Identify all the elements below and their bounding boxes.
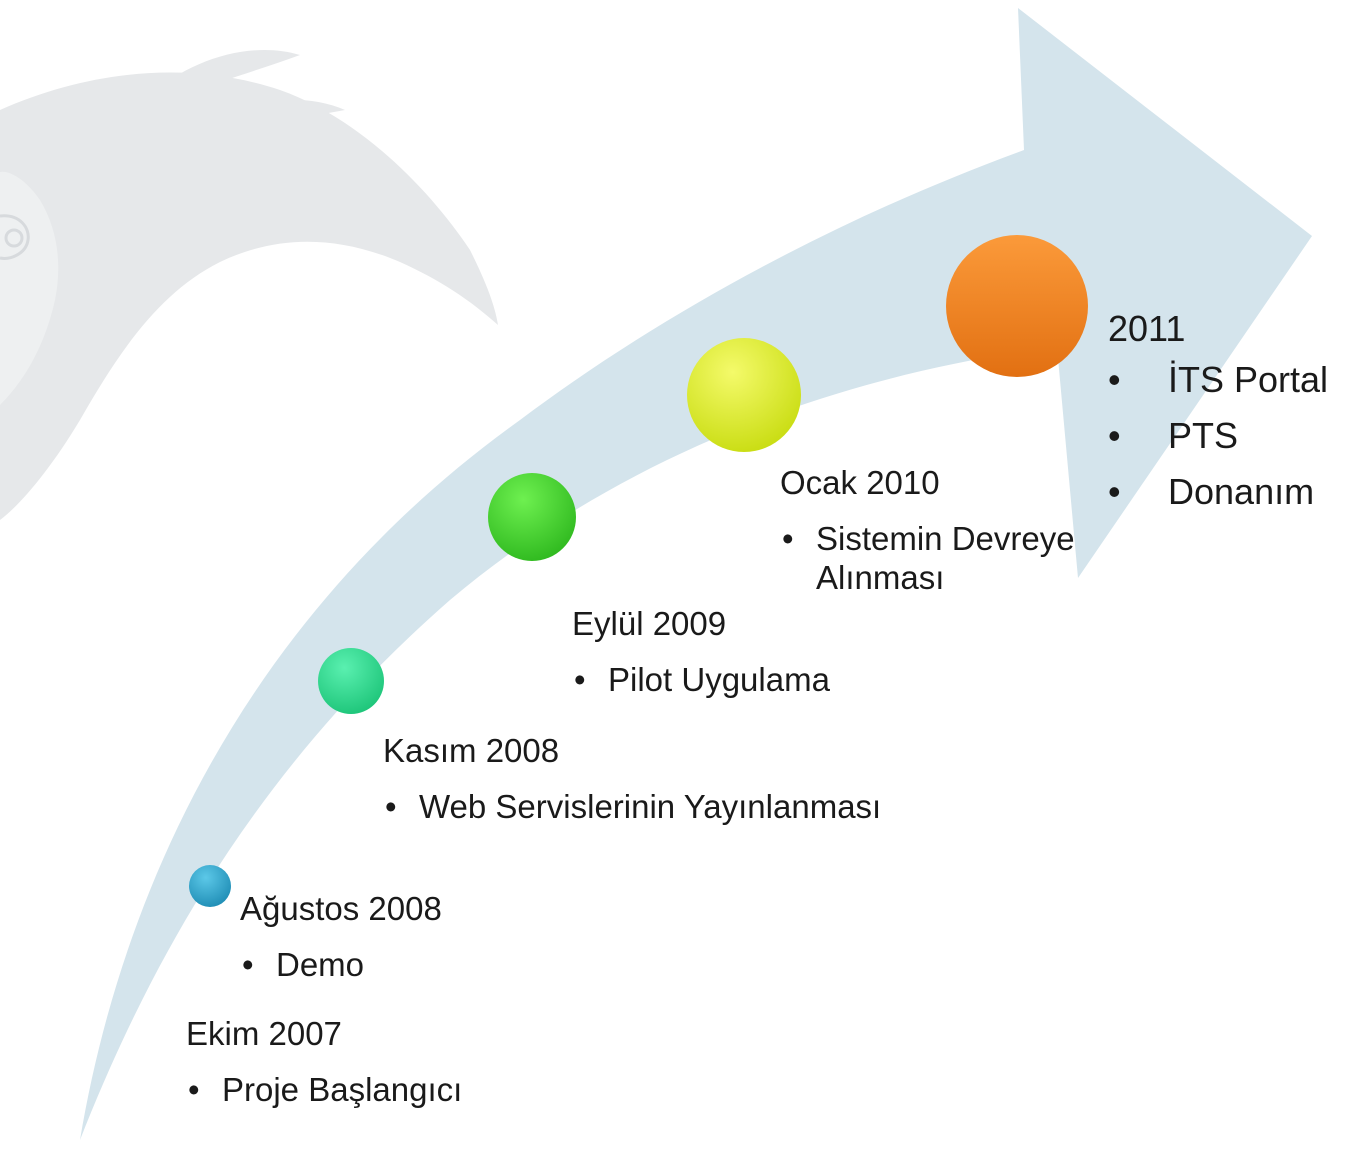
milestone-ocak-2010: Ocak 2010 Sistemin Devreye Alınması bbox=[780, 463, 1116, 598]
marker-kasim-2008 bbox=[318, 648, 384, 714]
milestone-items: Sistemin Devreye Alınması bbox=[780, 519, 1116, 598]
milestone-item: Sistemin Devreye Alınması bbox=[780, 519, 1116, 598]
swirl-curl-icon bbox=[0, 214, 30, 260]
milestone-title: Ağustos 2008 bbox=[240, 890, 442, 927]
milestone-items: Demo bbox=[240, 945, 442, 985]
milestone-item: PTS bbox=[1108, 408, 1328, 464]
marker-ocak-2010 bbox=[687, 338, 801, 452]
milestone-title: Kasım 2008 bbox=[383, 732, 560, 769]
milestone-item: Proje Başlangıcı bbox=[186, 1070, 462, 1110]
milestone-items: İTS Portal PTS Donanım bbox=[1108, 352, 1328, 519]
milestone-title: Eylül 2009 bbox=[572, 605, 727, 642]
milestone-kasim-2008: Kasım 2008 Web Servislerinin Yayınlanmas… bbox=[383, 731, 881, 826]
marker-agustos-2008 bbox=[189, 865, 231, 907]
milestone-eylul-2009: Eylül 2009 Pilot Uygulama bbox=[572, 604, 830, 699]
milestone-item: İTS Portal bbox=[1108, 352, 1328, 408]
milestone-item: Web Servislerinin Yayınlanması bbox=[383, 787, 881, 827]
milestone-items: Proje Başlangıcı bbox=[186, 1070, 462, 1110]
milestone-item: Pilot Uygulama bbox=[572, 660, 830, 700]
milestone-ekim-2007: Ekim 2007 Proje Başlangıcı bbox=[186, 1014, 462, 1109]
milestone-item: Demo bbox=[240, 945, 442, 985]
milestone-items: Pilot Uygulama bbox=[572, 660, 830, 700]
decorative-swirl bbox=[0, 49, 498, 520]
marker-eylul-2009 bbox=[488, 473, 576, 561]
milestone-title: Ocak 2010 bbox=[780, 464, 940, 501]
milestone-items: Web Servislerinin Yayınlanması bbox=[383, 787, 881, 827]
milestone-item: Donanım bbox=[1108, 464, 1328, 520]
milestone-title: Ekim 2007 bbox=[186, 1015, 342, 1052]
milestone-agustos-2008: Ağustos 2008 Demo bbox=[240, 889, 442, 984]
milestone-2011: 2011 İTS Portal PTS Donanım bbox=[1108, 307, 1328, 520]
milestone-title: 2011 bbox=[1108, 308, 1186, 349]
marker-2011 bbox=[946, 235, 1088, 377]
